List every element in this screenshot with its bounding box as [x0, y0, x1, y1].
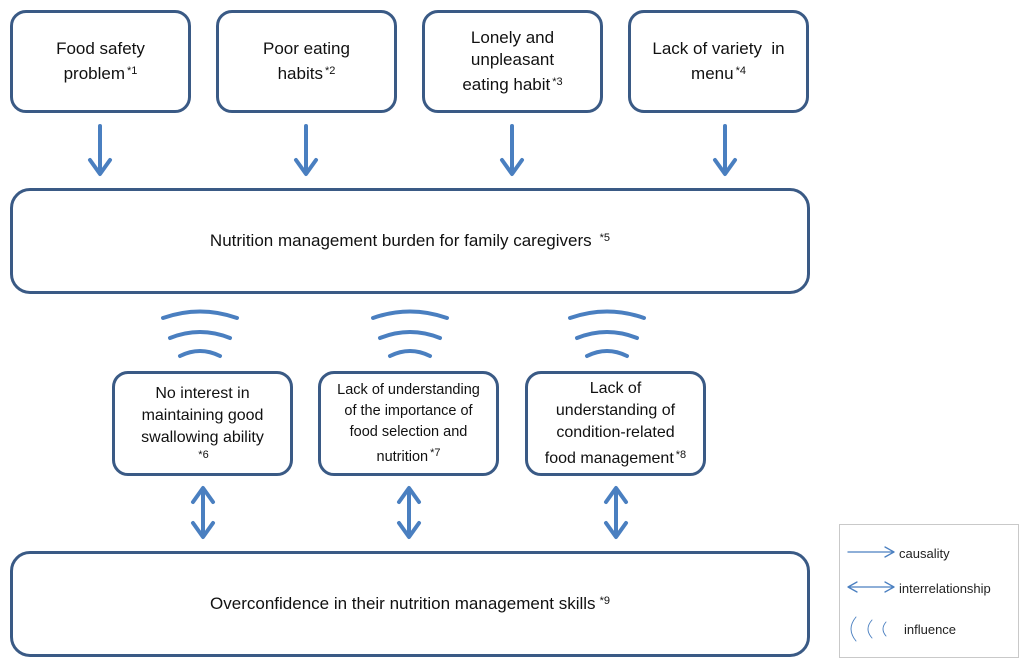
- interrelationship-arrow: [604, 486, 628, 539]
- legend: causality interrelationship influence: [839, 524, 1019, 658]
- footnote-marker: *9: [599, 595, 610, 607]
- causality-arrow: [88, 124, 112, 176]
- factor-box-text: Lonely and unpleasant eating habit*3: [462, 27, 562, 96]
- factor-box-swallowing-interest: No interest in maintaining good swallowi…: [112, 371, 293, 476]
- causality-arrow: [294, 124, 318, 176]
- footnote-marker: *1: [127, 65, 138, 77]
- footnote-marker: *3: [552, 76, 563, 88]
- text-line: maintaining good: [141, 406, 264, 424]
- factor-box-text: Food safety problem*1: [56, 38, 145, 85]
- text-line: condition-related: [556, 423, 675, 441]
- text-line: eating habit: [462, 75, 551, 94]
- influence-arcs-icon: [568, 309, 646, 358]
- factor-box-menu-variety: Lack of variety in menu*4: [628, 10, 809, 113]
- text-line: problem: [63, 64, 125, 83]
- legend-label-influence: influence: [904, 622, 957, 637]
- factor-box-text: Poor eating habits*2: [263, 38, 350, 85]
- legend-label-interrelationship: interrelationship: [899, 581, 991, 596]
- text-line: nutrition: [376, 448, 429, 465]
- text-line: of the importance of: [344, 402, 473, 419]
- causality-arrow: [500, 124, 524, 176]
- footnote-marker: *7: [430, 446, 441, 459]
- burden-text: Nutrition management burden for family c…: [209, 231, 592, 250]
- factor-box-food-safety: Food safety problem*1: [10, 10, 191, 113]
- factor-box-poor-eating-habits: Poor eating habits*2: [216, 10, 397, 113]
- text-line: Lonely and: [470, 28, 555, 47]
- arrow-right-icon: [847, 546, 895, 558]
- influence-arcs-icon: [371, 309, 449, 358]
- text-line: menu: [691, 64, 734, 83]
- influence-arcs-icon: [850, 616, 887, 642]
- double-arrow-icon: [847, 581, 895, 593]
- factor-box-text: No interest in maintaining good swallowi…: [141, 383, 264, 465]
- text-line: Food safety: [56, 39, 145, 58]
- legend-label-causality: causality: [899, 546, 950, 561]
- influence-arcs-icon: [161, 309, 239, 358]
- text-line: Poor eating: [263, 39, 350, 58]
- text-line: habits: [277, 64, 323, 83]
- text-line: Lack of understanding: [337, 381, 480, 398]
- causality-arrow: [713, 124, 737, 176]
- footnote-marker: *6: [198, 448, 209, 461]
- text-line: food selection and: [349, 423, 468, 440]
- footnote-marker: *2: [324, 65, 336, 77]
- legend-symbols: [847, 546, 895, 642]
- text-line: unpleasant: [470, 50, 555, 69]
- footnote-marker: *8: [675, 448, 687, 461]
- overconfidence-box: Overconfidence in their nutrition manage…: [10, 551, 810, 657]
- text-line: understanding of: [555, 401, 676, 419]
- interrelationship-arrow: [191, 486, 215, 539]
- factor-box-text: Lack of understanding of condition-relat…: [545, 378, 686, 470]
- text-line: No interest in: [155, 384, 250, 402]
- text-line: Lack of variety in: [652, 39, 785, 58]
- text-line: food management: [544, 449, 674, 467]
- footnote-marker: *4: [735, 65, 746, 77]
- burden-box: Nutrition management burden for family c…: [10, 188, 810, 294]
- overconfidence-text: Overconfidence in their nutrition manage…: [210, 594, 596, 613]
- factor-box-condition-food-management: Lack of understanding of condition-relat…: [525, 371, 706, 476]
- factor-box-lonely-eating: Lonely and unpleasant eating habit*3: [422, 10, 603, 113]
- factor-box-food-selection-understanding: Lack of understanding of the importance …: [318, 371, 499, 476]
- text-line: swallowing ability: [141, 428, 264, 446]
- factor-box-text: Lack of variety in menu*4: [652, 38, 784, 85]
- factor-box-text: Lack of understanding of the importance …: [337, 380, 480, 468]
- text-line: Lack of: [589, 379, 642, 397]
- footnote-marker: *5: [599, 232, 611, 244]
- interrelationship-arrow: [397, 486, 421, 539]
